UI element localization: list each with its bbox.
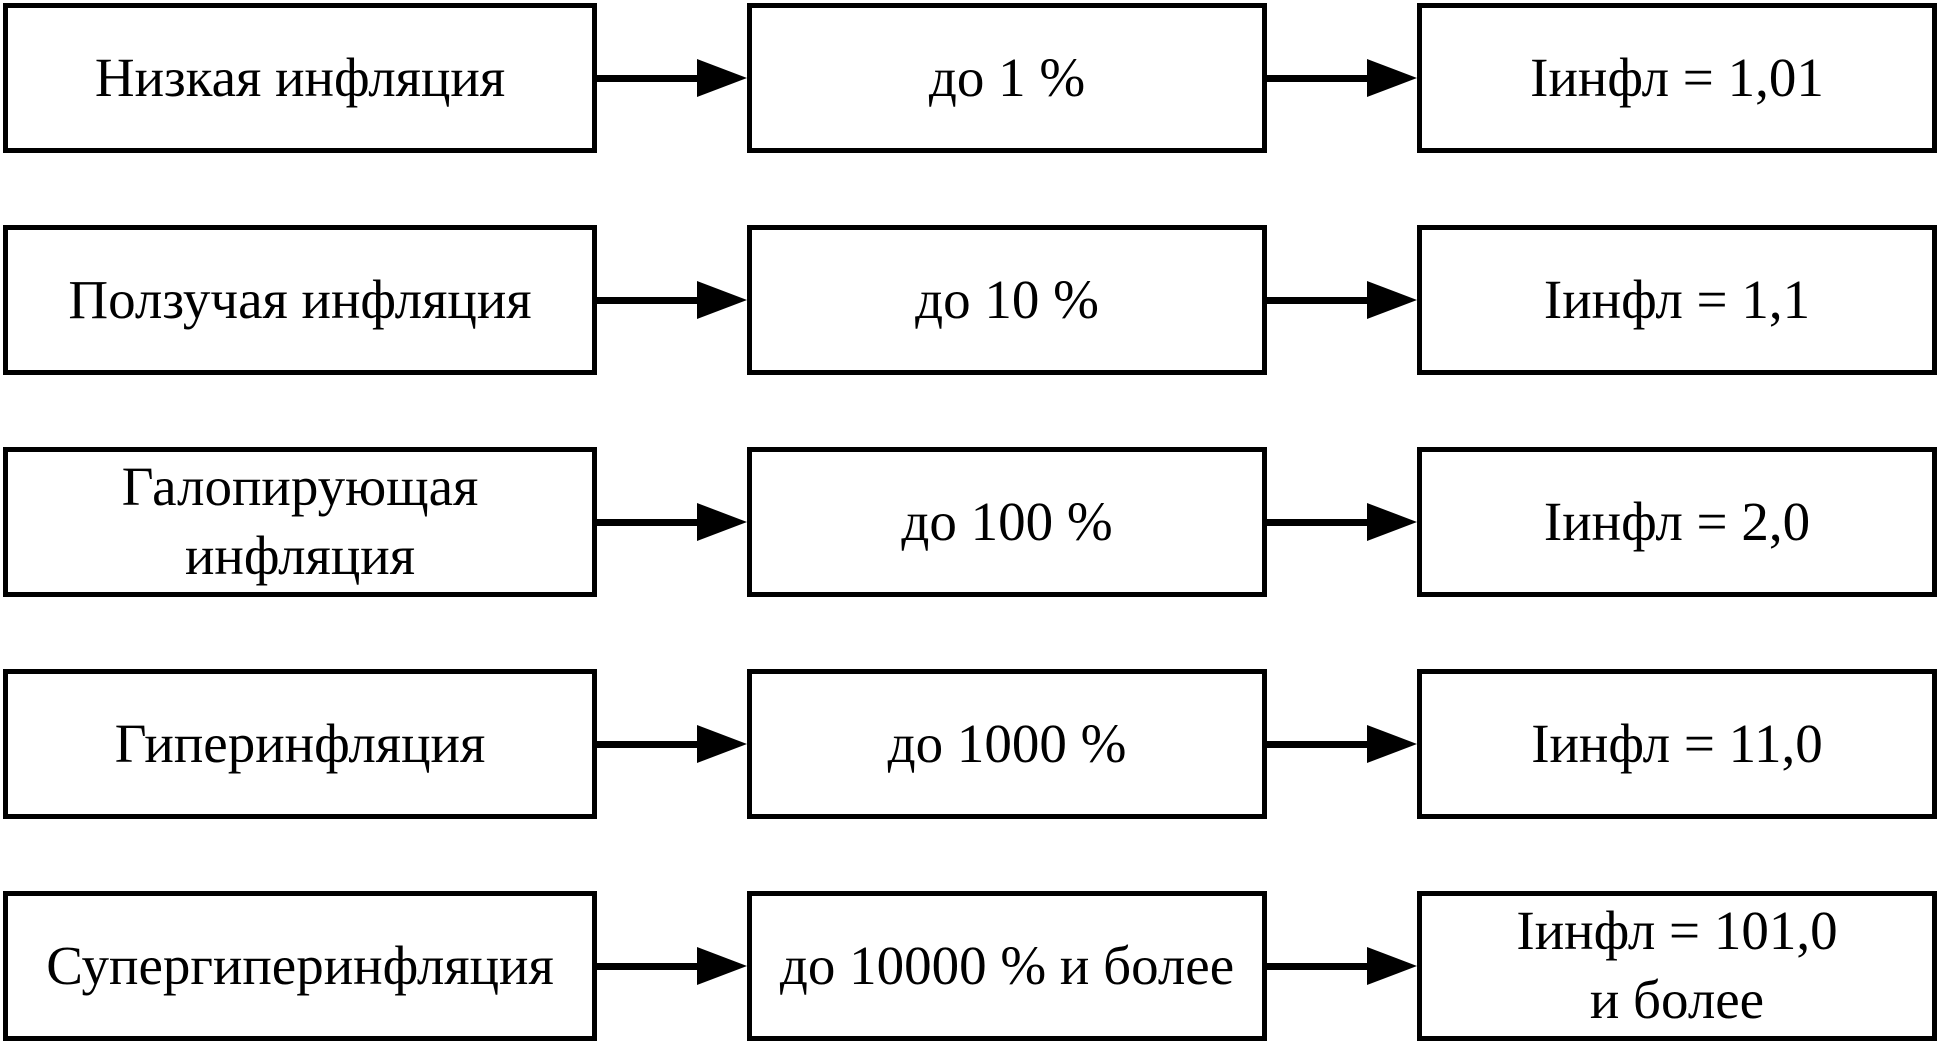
arrow-right-icon xyxy=(1267,891,1417,1041)
inflation-type-label: Гиперинфляция xyxy=(114,712,486,774)
arrow-head-icon xyxy=(1367,59,1417,97)
inflation-type-box: Низкая инфляция xyxy=(3,3,597,153)
arrow-shaft xyxy=(1267,296,1367,304)
arrow-shaft xyxy=(597,740,697,748)
arrow-shaft xyxy=(1267,740,1367,748)
inflation-index-box: Iинфл = 101,0 и более xyxy=(1417,891,1937,1041)
inflation-rate-label: до 100 % xyxy=(901,490,1113,552)
arrow-head-icon xyxy=(697,947,747,985)
arrow-right-icon xyxy=(597,669,747,819)
diagram-row: Ползучая инфляция до 10 % Iинфл = 1,1 xyxy=(3,225,1937,375)
inflation-index-label: Iинфл = 101,0 и более xyxy=(1516,900,1838,1030)
arrow-shaft xyxy=(597,296,697,304)
arrow-shaft xyxy=(597,518,697,526)
arrow-shaft xyxy=(597,74,697,82)
inflation-rate-label: до 10 % xyxy=(915,268,1099,330)
inflation-index-label: Iинфл = 1,1 xyxy=(1543,268,1811,330)
arrow-right-icon xyxy=(1267,225,1417,375)
arrow-head-icon xyxy=(697,59,747,97)
arrow-head-icon xyxy=(697,725,747,763)
arrow-shaft xyxy=(1267,74,1367,82)
inflation-type-box: Галопирующая инфляция xyxy=(3,447,597,597)
arrow-shaft xyxy=(1267,962,1367,970)
arrow-shaft xyxy=(597,962,697,970)
inflation-type-label: Супергиперинфляция xyxy=(46,934,554,996)
inflation-index-box: Iинфл = 1,1 xyxy=(1417,225,1937,375)
inflation-type-box: Гиперинфляция xyxy=(3,669,597,819)
inflation-index-box: Iинфл = 1,01 xyxy=(1417,3,1937,153)
arrow-head-icon xyxy=(1367,725,1417,763)
inflation-type-label: Галопирующая инфляция xyxy=(121,456,479,586)
arrow-right-icon xyxy=(1267,3,1417,153)
inflation-rate-label: до 1000 % xyxy=(887,712,1127,774)
arrow-right-icon xyxy=(597,891,747,1041)
inflation-rate-label: до 10000 % и более xyxy=(779,934,1235,996)
inflation-type-label: Ползучая инфляция xyxy=(68,268,532,330)
inflation-index-label: Iинфл = 11,0 xyxy=(1531,712,1823,774)
arrow-right-icon xyxy=(1267,447,1417,597)
inflation-index-label: Iинфл = 1,01 xyxy=(1530,46,1824,108)
inflation-rate-box: до 100 % xyxy=(747,447,1267,597)
inflation-rate-box: до 10000 % и более xyxy=(747,891,1267,1041)
inflation-rate-box: до 1000 % xyxy=(747,669,1267,819)
inflation-type-label: Низкая инфляция xyxy=(94,46,506,108)
arrow-head-icon xyxy=(697,503,747,541)
inflation-type-box: Супергиперинфляция xyxy=(3,891,597,1041)
arrow-head-icon xyxy=(1367,947,1417,985)
inflation-type-box: Ползучая инфляция xyxy=(3,225,597,375)
arrow-right-icon xyxy=(597,447,747,597)
arrow-right-icon xyxy=(597,225,747,375)
arrow-head-icon xyxy=(1367,281,1417,319)
diagram-row: Низкая инфляция до 1 % Iинфл = 1,01 xyxy=(3,3,1937,153)
inflation-rate-box: до 1 % xyxy=(747,3,1267,153)
inflation-rate-box: до 10 % xyxy=(747,225,1267,375)
diagram-row: Гиперинфляция до 1000 % Iинфл = 11,0 xyxy=(3,669,1937,819)
arrow-head-icon xyxy=(1367,503,1417,541)
arrow-right-icon xyxy=(597,3,747,153)
diagram-row: Супергиперинфляция до 10000 % и более Iи… xyxy=(3,891,1937,1041)
arrow-head-icon xyxy=(697,281,747,319)
inflation-index-box: Iинфл = 2,0 xyxy=(1417,447,1937,597)
arrow-right-icon xyxy=(1267,669,1417,819)
inflation-rate-label: до 1 % xyxy=(928,46,1086,108)
inflation-index-label: Iинфл = 2,0 xyxy=(1543,490,1811,552)
diagram-row: Галопирующая инфляция до 100 % Iинфл = 2… xyxy=(3,447,1937,597)
inflation-index-box: Iинфл = 11,0 xyxy=(1417,669,1937,819)
arrow-shaft xyxy=(1267,518,1367,526)
